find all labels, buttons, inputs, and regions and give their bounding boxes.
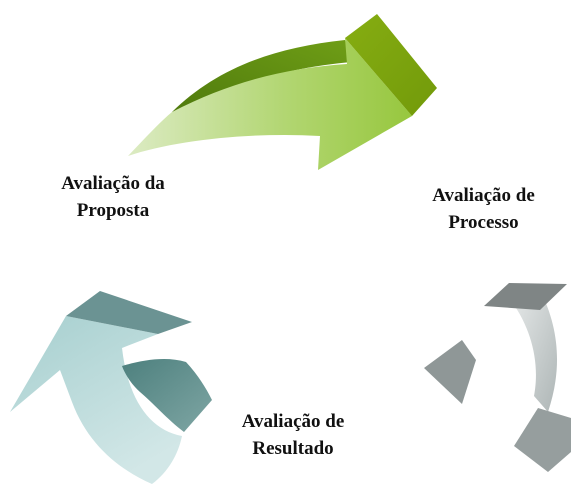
gray-arrow-block-upper	[424, 340, 476, 404]
teal-arrow	[10, 291, 212, 484]
stage-label-resultado-line1: Avaliação de	[241, 411, 345, 432]
green-arrow-head	[345, 14, 437, 116]
stage-label-proposta-line2: Proposta	[76, 200, 150, 221]
stage-label-proposta: Avaliação da Proposta	[18, 170, 208, 224]
gray-arrow	[424, 283, 571, 472]
gray-arrow-block-lower	[514, 408, 571, 472]
teal-arrow-body	[10, 316, 182, 484]
stage-label-processo-line1: Avaliação de	[432, 185, 535, 206]
teal-arrow-inner	[122, 359, 212, 432]
stage-label-resultado: Avaliação de Resultado	[198, 408, 388, 462]
teal-arrow-head	[66, 291, 192, 334]
stage-label-resultado-line2: Resultado	[252, 438, 334, 459]
stage-label-processo: Avaliação de Processo	[396, 182, 571, 236]
green-arrow-body	[128, 38, 412, 170]
gray-arrow-head	[484, 283, 567, 310]
stage-label-proposta-line1: Avaliação da	[61, 173, 165, 194]
gray-arrow-body	[512, 290, 558, 412]
green-arrow	[128, 14, 437, 170]
stage-label-processo-line2: Processo	[448, 212, 519, 233]
